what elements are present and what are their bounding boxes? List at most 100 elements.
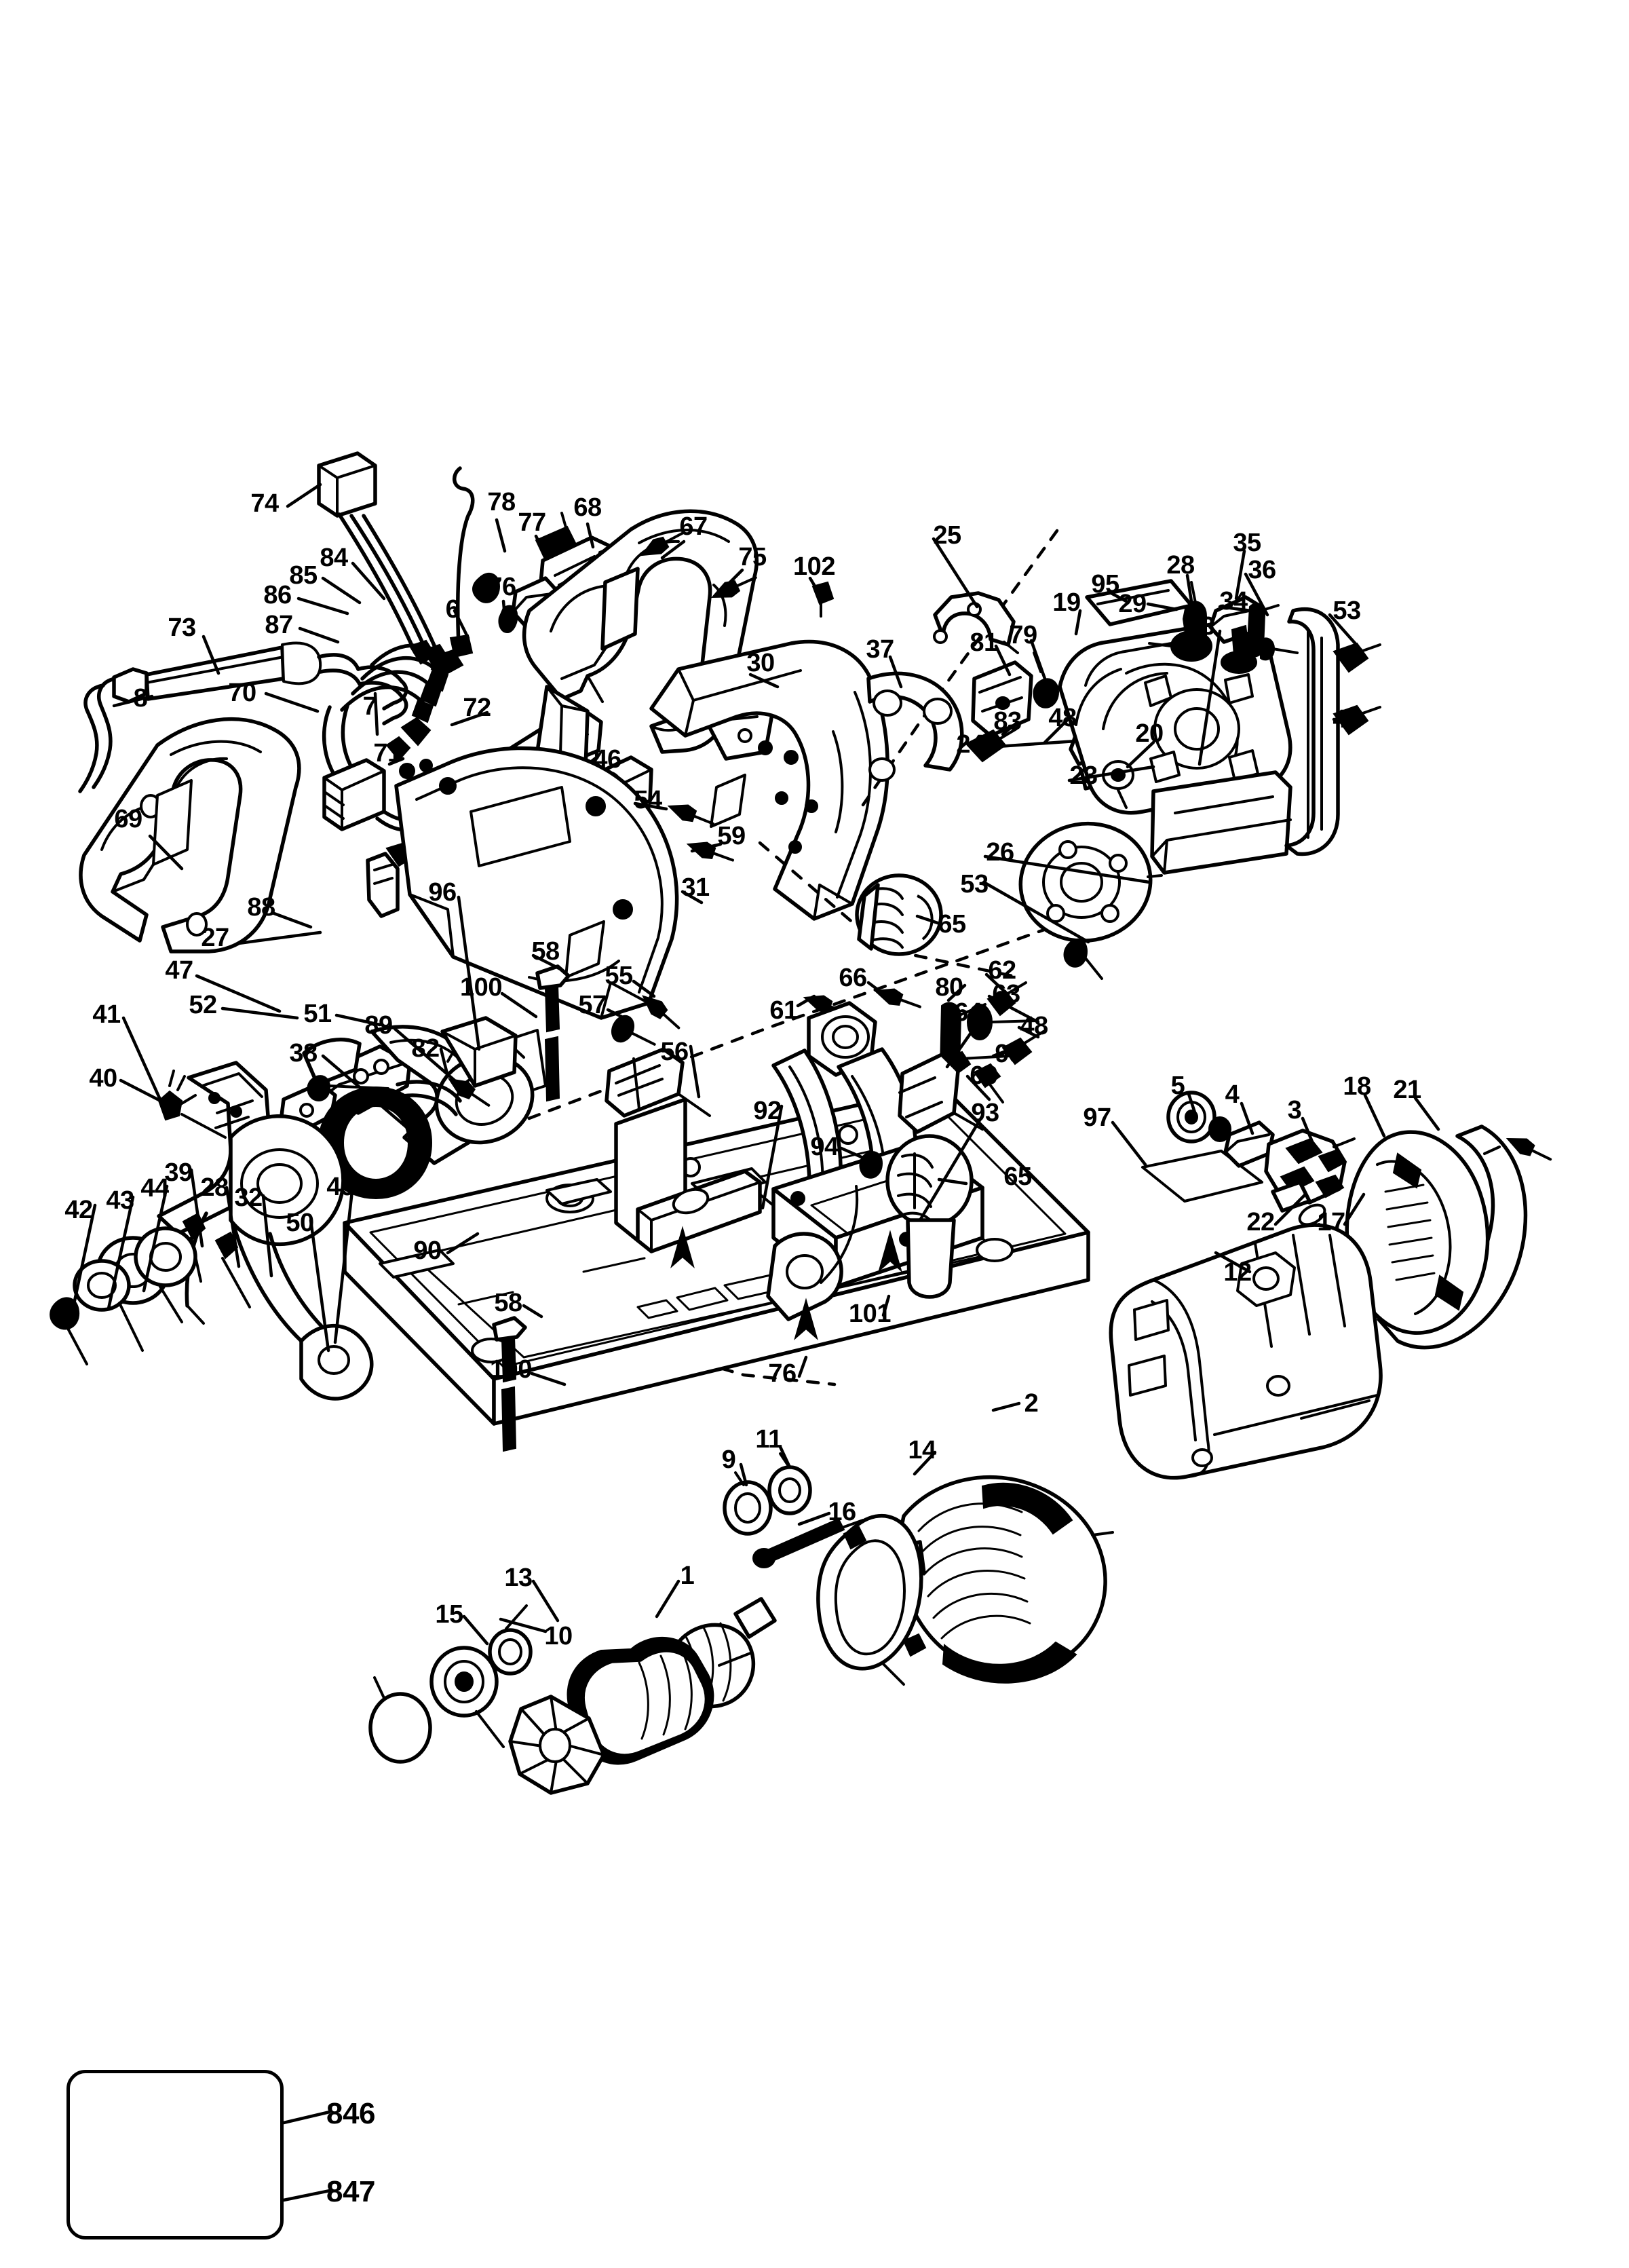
callout-100: 100 [460,973,502,1002]
callout-32: 32 [234,1184,263,1212]
callout-62: 62 [988,956,1016,985]
part-65-knob-lower [885,1134,974,1299]
kit-callout-846: 846 [326,2097,375,2130]
callout-7: 7 [362,692,377,721]
callout-41: 41 [92,1000,121,1029]
part-41-spring [157,1070,227,1139]
callout-58: 58 [494,1289,522,1317]
callout-15: 15 [435,1600,463,1629]
callout-95: 95 [1091,570,1119,599]
part-1-armature [508,1597,777,1795]
callout-76: 76 [768,1359,797,1388]
callout-61: 61 [769,996,798,1025]
part-26-flange [1018,821,1163,980]
callout-1: 1 [680,1562,695,1590]
callout-76: 76 [488,573,516,601]
callout-37: 37 [866,635,894,664]
callout-101: 101 [849,1300,891,1328]
callout-89: 89 [364,1011,393,1040]
callout-48: 48 [1020,1012,1048,1040]
callout-55: 55 [605,962,633,990]
part-74-terminal [317,451,377,518]
callout-31: 31 [681,873,710,902]
callout-2: 2 [1024,1389,1039,1418]
callout-39: 39 [164,1158,193,1187]
callout-90: 90 [413,1236,442,1265]
callout-36: 36 [1248,556,1276,584]
callout-22: 22 [1246,1208,1275,1236]
callout-3: 3 [1287,1096,1302,1124]
callout-33: 33 [1187,612,1215,641]
callout-17: 17 [1317,1208,1345,1236]
callout-56: 56 [660,1038,689,1066]
part-32-bracket [157,1061,374,1401]
callout-45: 45 [1333,705,1361,734]
callout-6: 6 [445,595,460,624]
part-19-gear-case [1058,579,1381,875]
callout-53: 53 [960,870,989,899]
callout-83: 83 [993,707,1022,736]
part-81-contact [971,660,1033,738]
callout-77: 77 [518,508,546,537]
part-18-field [1345,1124,1528,1350]
callout-28: 28 [1166,551,1195,580]
callout-87: 87 [265,611,293,639]
callout-24: 24 [956,730,984,759]
callout-43: 43 [106,1186,134,1215]
callout-94: 94 [810,1133,839,1161]
part-69-cover [79,717,301,953]
callout-12: 12 [1223,1258,1252,1287]
callout-60: 60 [970,1061,998,1090]
callout-57: 57 [578,991,607,1019]
part-37-bracket [866,671,964,782]
part-25-gasket [933,591,1019,654]
callout-85: 85 [289,561,318,590]
callout-65: 65 [1003,1163,1032,1191]
callout-8: 8 [133,684,148,713]
callout-82: 82 [411,1034,440,1063]
callout-50: 50 [286,1209,314,1237]
callout-5: 5 [1170,1072,1185,1100]
leader-lines [71,483,1440,1646]
callout-80: 80 [935,973,963,1002]
part-12-motor-housing [1109,1223,1383,1480]
cluster-bearing-retainer [279,1016,535,1200]
callout-48: 48 [1048,704,1077,732]
callout-10: 10 [544,1622,573,1650]
callout-100: 100 [490,1355,532,1384]
callout-27: 27 [201,924,229,952]
callout-79: 79 [1009,621,1037,649]
callout-67: 67 [679,512,708,541]
kit-callout-847: 847 [326,2175,375,2208]
callout-71: 71 [373,739,402,768]
callout-23: 23 [1069,761,1098,790]
callout-65: 65 [938,910,966,939]
callout-72: 72 [463,694,491,722]
callout-93: 93 [971,1099,999,1127]
callout-26: 26 [986,838,1014,867]
callout-38: 38 [289,1039,318,1067]
part-2-field [895,1475,1114,1684]
callout-4: 4 [1225,1080,1240,1109]
callout-70: 70 [228,679,256,707]
callout-46: 46 [593,745,621,774]
callout-51: 51 [303,1000,332,1028]
callout-78: 78 [487,488,516,516]
callout-18: 18 [1343,1072,1371,1101]
callout-44: 44 [140,1174,169,1203]
callout-16: 16 [828,1498,856,1526]
callout-81: 81 [970,628,998,657]
callout-49: 49 [326,1173,355,1201]
part-92-bracket [614,1097,776,1253]
callout-52: 52 [189,991,217,1019]
callout-97: 97 [1083,1103,1111,1132]
callout-13: 13 [504,1564,533,1592]
part-97-pad [1141,1150,1263,1203]
callout-14: 14 [908,1436,936,1464]
callout-21: 21 [1393,1076,1421,1104]
part-14-ring [816,1513,927,1686]
callout-29: 29 [1118,590,1147,618]
callout-73: 73 [168,613,196,642]
callout-42: 42 [64,1196,93,1224]
